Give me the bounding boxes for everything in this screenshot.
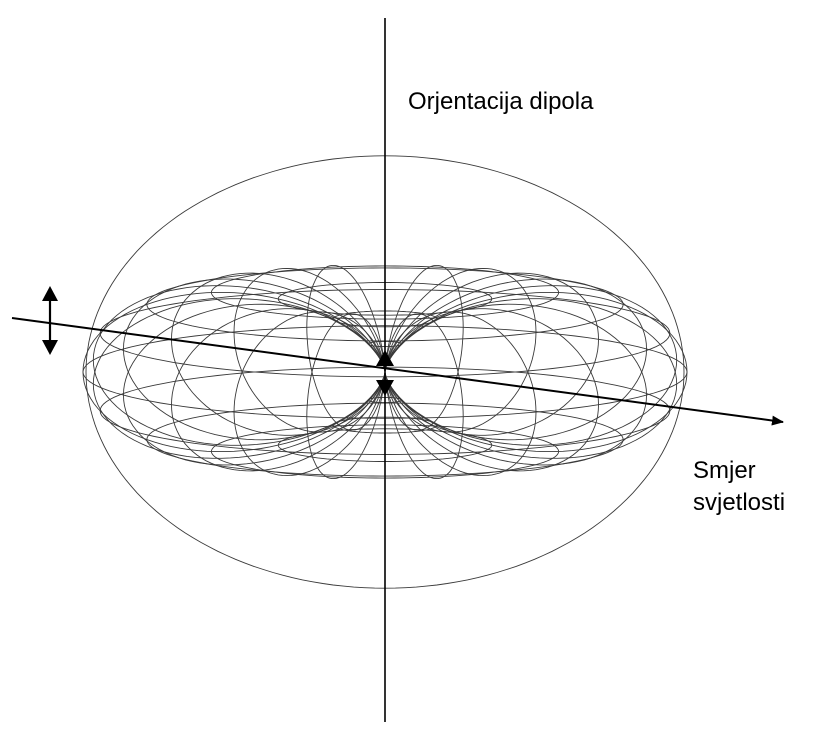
light-direction-arrow	[11, 317, 784, 426]
mesh-line	[384, 278, 647, 441]
mesh-line	[85, 155, 685, 589]
mesh-line	[123, 278, 386, 441]
mesh-line	[277, 282, 493, 316]
mesh-line	[92, 298, 386, 459]
mesh-line	[99, 289, 671, 378]
oscillation-double-arrow-icon	[42, 286, 58, 355]
mesh-line	[277, 428, 493, 462]
mesh-line	[99, 366, 671, 455]
dipole-arrows	[376, 350, 394, 396]
light-direction-label-line1: Smjer	[693, 457, 756, 484]
mesh-line	[384, 303, 647, 466]
mesh-line	[332, 416, 438, 434]
mesh-line	[210, 424, 560, 479]
mesh-line	[123, 303, 386, 466]
mesh-line	[146, 267, 624, 342]
light-direction-label-line2: svjetlosti	[693, 489, 786, 516]
mesh-line	[367, 340, 403, 348]
mesh-line	[367, 396, 403, 404]
mesh-line	[92, 285, 386, 446]
mesh-line	[82, 325, 688, 419]
mesh-line	[384, 285, 678, 446]
mesh-line	[384, 298, 678, 459]
dipole-orientation-label: Orjentacija dipola	[408, 88, 594, 115]
mesh-line	[210, 265, 560, 320]
toroidal-radiation-mesh	[82, 155, 688, 589]
